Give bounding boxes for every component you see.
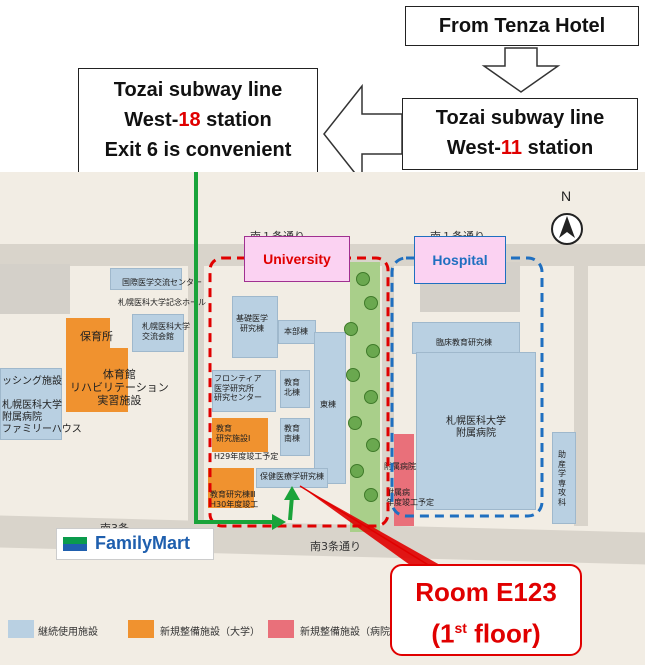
building-edu-south — [280, 418, 310, 456]
legend-swatch-new-univ — [128, 620, 154, 638]
label-health: 保健医療学研究棟 — [260, 472, 324, 481]
building-gym — [66, 348, 128, 412]
tree — [364, 488, 378, 502]
west11-line1: Tozai subway line — [435, 107, 605, 129]
road-label-south-right: 南3条通り — [310, 540, 361, 553]
tree — [366, 344, 380, 358]
building-nursery — [66, 318, 110, 348]
label-hospital-main: 札幌医科大学 附属病院 — [446, 416, 506, 439]
label-nursery: 保育所 — [80, 330, 113, 343]
building-hosp-new — [394, 434, 414, 526]
tree — [364, 296, 378, 310]
familymart-stripe-icon — [63, 537, 87, 551]
hospital-tag: Hospital — [414, 236, 506, 284]
tree — [344, 322, 358, 336]
label-hosp-small-a: 附属病院 — [384, 462, 416, 471]
from-hotel-label: From Tenza Hotel — [438, 15, 606, 37]
label-clinical: 臨床教育研究棟 — [436, 338, 492, 347]
tree — [366, 438, 380, 452]
route-arrowhead-up — [284, 486, 300, 500]
west11-box: Tozai subway line West-11 station — [402, 98, 638, 170]
west18-line2: West-18 station — [124, 109, 272, 131]
tree — [356, 272, 370, 286]
label-edu-north: 教育 北棟 — [284, 378, 300, 397]
tree — [346, 368, 360, 382]
label-edu-south: 教育 南棟 — [284, 424, 300, 443]
label-east: 東棟 — [320, 400, 336, 409]
legend-continue: 継続使用施設 — [38, 627, 98, 638]
building-edu-res2 — [208, 468, 254, 508]
west18-line1: Tozai subway line — [113, 79, 283, 101]
building-housing — [0, 368, 62, 440]
west18-box: Tozai subway line West-18 station Exit 6… — [78, 68, 318, 173]
label-intl: 国際医学交流センター — [122, 278, 202, 287]
building-hall — [132, 314, 184, 352]
west11-line2: West-11 station — [446, 137, 594, 159]
left-arrow-icon — [323, 84, 403, 184]
callout-pointer — [300, 486, 440, 565]
building-main — [278, 320, 316, 344]
building-left-grey — [0, 264, 70, 314]
route-arrowhead-right — [272, 514, 286, 530]
room-floor: (1st floor) — [431, 618, 541, 649]
label-gym: 体育館 リハビリテーション 実習施設 — [70, 368, 169, 408]
building-basic — [232, 296, 278, 358]
label-edu-res2: 教育研究棟Ⅲ H30年度竣工 — [210, 490, 259, 509]
label-h29: H29年度竣工予定 — [214, 452, 279, 461]
west18-line3: Exit 6 is convenient — [104, 139, 292, 161]
label-hall: 札幌医科大学 交流会館 — [142, 322, 190, 341]
down-arrow-icon — [481, 47, 561, 93]
tree — [350, 464, 364, 478]
legend-new-hosp: 新規整備施設（病院） — [300, 627, 400, 638]
room-number: Room E123 — [415, 577, 557, 607]
legend-swatch-new-hosp — [268, 620, 294, 638]
building-hospital-main — [416, 352, 536, 510]
east-road — [574, 266, 588, 526]
university-boundary — [208, 256, 390, 528]
legend-swatch-continue — [8, 620, 34, 638]
university-tag: University — [244, 236, 350, 282]
label-memorial: 札幌医科大学記念ホール — [118, 298, 206, 307]
label-midwife: 助 産 学 専 攻 科 — [558, 450, 566, 507]
building-intl — [110, 268, 182, 290]
familymart-logo: FamilyMart — [56, 528, 214, 560]
room-callout: Room E123 (1st floor) — [390, 564, 582, 656]
label-housing-a: ッシング施設 — [2, 376, 62, 387]
label-hosp-small-b: 附属病 年度竣工予定 — [386, 488, 434, 507]
hospital-boundary — [390, 256, 544, 518]
label-edu-res1: 教育 研究施設Ⅰ — [216, 424, 251, 443]
legend-new-univ: 新規整備施設（大学） — [160, 627, 260, 638]
compass-n-label: N — [561, 188, 572, 204]
label-basic: 基礎医学 研究棟 — [236, 314, 268, 333]
building-midwife — [552, 432, 576, 524]
label-housing-b: 札幌医科大学 附属病院 ファミリーハウス — [2, 400, 82, 435]
building-edu-north — [280, 370, 310, 408]
campus-map: 南１条通り 南１条通り 南3条 南3条通り 国際医学交流センター 札幌医科大学記… — [0, 172, 645, 665]
walking-route — [194, 172, 272, 524]
tree — [348, 416, 362, 430]
tree — [364, 390, 378, 404]
from-hotel-box: From Tenza Hotel — [405, 6, 639, 46]
building-east — [314, 332, 346, 484]
familymart-label: FamilyMart — [95, 533, 191, 553]
building-frontier — [212, 370, 276, 412]
label-frontier: フロンティア 医学研究所 研究センター — [214, 374, 262, 403]
label-main: 本部棟 — [284, 327, 308, 336]
building-edu-res1 — [212, 418, 268, 452]
